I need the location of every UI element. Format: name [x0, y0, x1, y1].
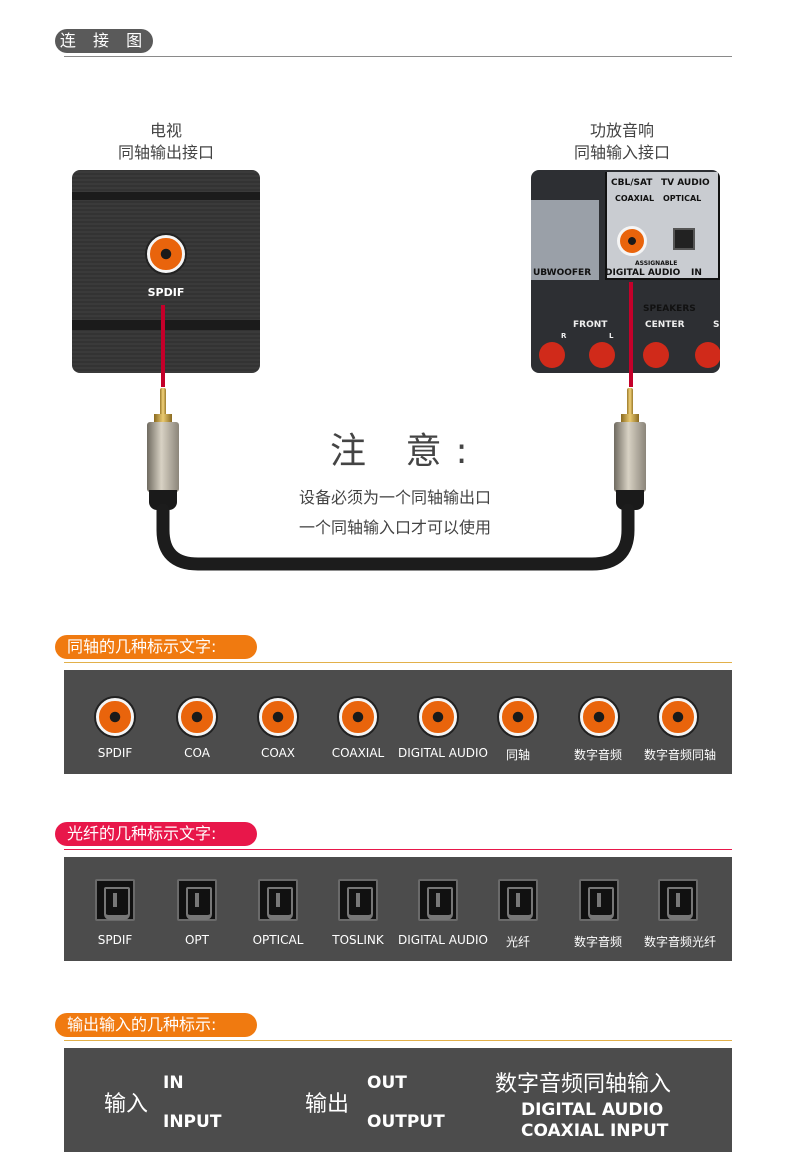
coax-label: COAX — [260, 746, 296, 760]
coax-jack-icon — [578, 696, 620, 738]
coax-label: SPDIF — [97, 746, 133, 760]
cable-wire — [629, 282, 633, 387]
coax-label: COAXIAL — [331, 746, 385, 760]
io-input-en2: INPUT — [163, 1112, 222, 1132]
coax-jack-icon — [657, 696, 699, 738]
io-section-divider — [64, 1040, 732, 1041]
optical-jack-icon — [498, 879, 538, 921]
io-digital-en2: COAXIAL INPUT — [521, 1121, 669, 1141]
optical-label: DIGITAL AUDIO — [398, 933, 488, 947]
amp-label-s: S — [713, 320, 720, 330]
tv-port-label: SPDIF — [147, 286, 185, 299]
amp-label-r: R — [561, 332, 567, 340]
header-title: 连 接 图 — [55, 29, 153, 53]
amp-caption-line1: 功放音响 — [589, 121, 654, 140]
amp-label-digital-audio: DIGITAL AUDIO — [605, 268, 681, 278]
io-digital-cn: 数字音频同轴输入 — [495, 1072, 672, 1097]
coax-jack-icon — [257, 696, 299, 738]
note-line1: 设备必须为一个同轴输出口 — [298, 488, 491, 507]
coax-label: 数字音频同轴 — [643, 748, 716, 762]
io-input-cn: 输入 — [104, 1092, 149, 1117]
coax-section-title: 同轴的几种标示文字: — [55, 635, 257, 659]
coax-jack-icon — [417, 696, 459, 738]
amp-label-tv-audio: TV AUDIO — [661, 178, 710, 188]
coax-jack-icon — [337, 696, 379, 738]
tv-panel-groove — [72, 192, 260, 200]
amp-label-coaxial: COAXIAL — [615, 194, 655, 203]
speaker-terminal-icon — [539, 342, 565, 368]
optical-jack-icon — [579, 879, 619, 921]
optical-section-divider — [64, 849, 732, 850]
cable-wire — [161, 305, 165, 387]
io-output-cn: 输出 — [305, 1092, 350, 1117]
speaker-terminal-icon — [589, 342, 615, 368]
amp-label-subwoofer: UBWOOFER — [533, 268, 592, 278]
optical-label: 数字音频 — [573, 935, 622, 949]
amp-sub-plate — [531, 200, 599, 280]
optical-jack-icon — [177, 879, 217, 921]
io-input-en1: IN — [163, 1073, 184, 1093]
note-line2: 一个同轴输入口才可以使用 — [298, 518, 491, 537]
optical-jack-icon — [258, 879, 298, 921]
amp-label-speakers: SPEAKERS — [643, 304, 696, 314]
tv-caption: 电视 同轴输出接口 — [86, 120, 246, 164]
coax-jack-icon — [497, 696, 539, 738]
io-label-band: 输入 IN INPUT 输出 OUT OUTPUT 数字音频同轴输入 DIGIT… — [64, 1048, 732, 1152]
cable-loop — [156, 503, 635, 571]
coax-jack-icon — [94, 696, 136, 738]
optical-label: SPDIF — [97, 933, 133, 947]
header-divider — [64, 56, 732, 57]
tv-panel-groove — [72, 320, 260, 330]
amp-label-assignable: ASSIGNABLE — [635, 260, 678, 267]
amp-optical-jack-icon — [673, 228, 695, 250]
amp-digital-plate — [605, 172, 720, 280]
optical-jack-icon — [658, 879, 698, 921]
amp-label-in: IN — [691, 268, 702, 278]
amp-panel-photo: CBL/SAT TV AUDIO COAXIAL OPTICAL ASSIGNA… — [531, 170, 720, 373]
coax-label: COA — [184, 746, 210, 760]
coax-label: DIGITAL AUDIO — [398, 746, 488, 760]
optical-label: TOSLINK — [332, 933, 384, 947]
tv-panel-photo: SPDIF — [72, 170, 260, 373]
io-digital-en1: DIGITAL AUDIO — [521, 1100, 664, 1120]
io-section-title: 输出输入的几种标示: — [55, 1013, 257, 1037]
optical-jack-icon — [418, 879, 458, 921]
io-output-en1: OUT — [367, 1073, 407, 1093]
amp-label-center: CENTER — [645, 320, 685, 330]
tv-coax-jack-icon — [145, 233, 187, 275]
tv-caption-line1: 电视 — [149, 121, 182, 140]
amp-coax-jack-icon — [617, 226, 647, 256]
amp-label-l: L — [609, 332, 614, 340]
optical-jack-icon — [95, 879, 135, 921]
optical-label: 数字音频光纤 — [643, 935, 716, 949]
amp-label-cbl: CBL/SAT — [611, 178, 653, 188]
coax-label: 同轴 — [505, 748, 530, 762]
coax-section-divider — [64, 662, 732, 663]
io-output-en2: OUTPUT — [367, 1112, 445, 1132]
optical-label: OPT — [184, 933, 209, 947]
rca-plug-right-icon — [612, 388, 648, 513]
coax-label: 数字音频 — [573, 748, 622, 762]
optical-label: OPTICAL — [252, 933, 304, 947]
speaker-terminal-icon — [695, 342, 720, 368]
amp-caption-line2: 同轴输入接口 — [573, 143, 670, 162]
optical-section-title: 光纤的几种标示文字: — [55, 822, 257, 846]
speaker-terminal-icon — [643, 342, 669, 368]
rca-plug-left-icon — [145, 388, 181, 513]
amp-label-front: FRONT — [573, 320, 608, 330]
amp-caption: 功放音响 同轴输入接口 — [542, 120, 702, 164]
optical-label-band: SPDIF OPT OPTICAL TOSLINK DIGITAL AUDIO … — [64, 857, 732, 961]
optical-label: 光纤 — [505, 935, 530, 949]
note-title: 注 意: — [330, 431, 482, 472]
tv-caption-line2: 同轴输出接口 — [117, 143, 214, 162]
optical-jack-icon — [338, 879, 378, 921]
coax-jack-icon — [176, 696, 218, 738]
amp-label-optical: OPTICAL — [663, 194, 702, 203]
coax-label-band: SPDIF COA COAX COAXIAL DIGITAL AUDIO 同轴 … — [64, 670, 732, 774]
